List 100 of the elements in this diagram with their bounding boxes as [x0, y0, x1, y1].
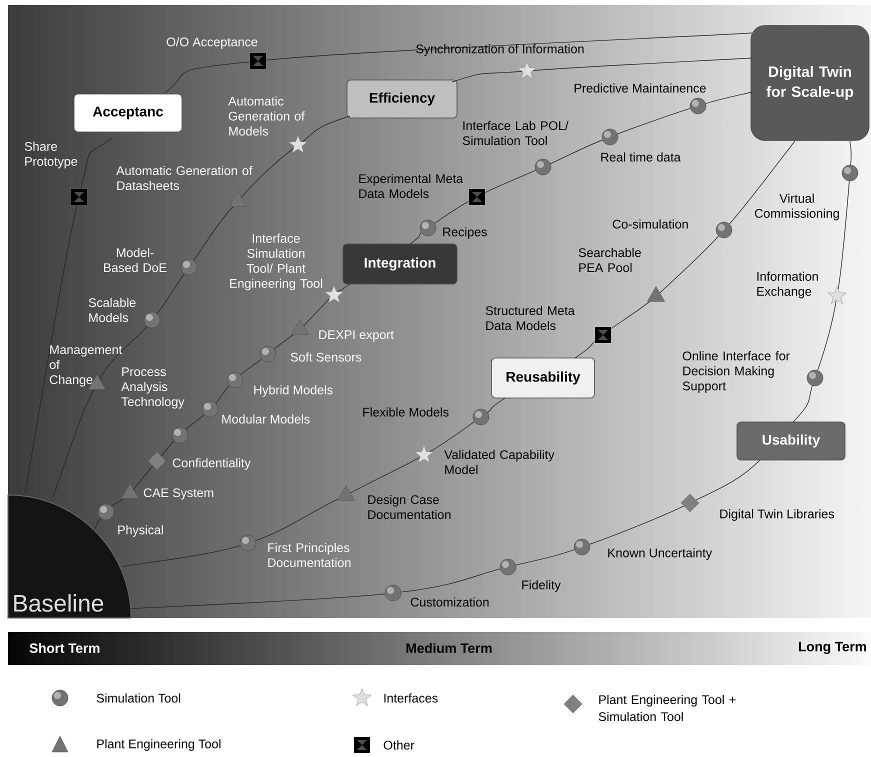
- time-label: Long Term: [798, 642, 866, 654]
- roadmap-line: [100, 326, 148, 380]
- roadmap-line: [111, 498, 124, 506]
- square-marker: [71, 189, 87, 205]
- milestone-label: Modular Models: [222, 414, 310, 424]
- milestone-label: Predictive Maintainence: [574, 83, 706, 93]
- milestone-label: Virtual Commissioning: [754, 194, 839, 220]
- milestone-label: Validated Capability Model: [444, 450, 554, 474]
- sphere-marker: [226, 372, 244, 388]
- sphere-marker: [98, 504, 114, 520]
- roadmap-line: [838, 180, 850, 290]
- roadmap-line: [156, 273, 185, 314]
- sphere-marker: [202, 400, 218, 418]
- triangle-marker: [291, 319, 309, 335]
- roadmap-line: [705, 92, 752, 104]
- roadmap-line: [484, 170, 536, 193]
- roadmap-line: [215, 385, 230, 404]
- star-marker: [324, 285, 344, 303]
- sphere-marker: [180, 258, 198, 276]
- sphere-marker: [842, 164, 858, 182]
- star-marker: [414, 445, 434, 463]
- sphere-marker: [384, 584, 402, 602]
- milestone-label: Design Case Documentation: [368, 494, 450, 520]
- square-marker: [250, 53, 266, 69]
- roadmap-line: [452, 71, 522, 82]
- milestone-label: Scalable Models: [88, 298, 136, 322]
- sphere-marker: [602, 128, 618, 146]
- time-label: Medium Term: [406, 643, 492, 653]
- triangle-marker: [337, 485, 355, 501]
- roadmap-line: [24, 204, 78, 494]
- roadmap-line: [487, 398, 506, 413]
- roadmap-line: [617, 108, 691, 134]
- sphere-marker: [172, 426, 188, 444]
- star-marker: [518, 61, 536, 79]
- roadmap-line: [52, 389, 94, 498]
- goal-box: Efficiency: [346, 80, 458, 118]
- star-marker: [828, 286, 846, 304]
- roadmap-line: [337, 284, 350, 292]
- roadmap-line: [850, 140, 852, 166]
- sphere-marker: [534, 158, 552, 176]
- roadmap-line: [817, 300, 837, 371]
- roadmap-line: [80, 138, 112, 190]
- star-marker: [288, 135, 308, 153]
- goal-box: Reusability: [491, 358, 595, 398]
- legend-label: Other: [384, 740, 414, 750]
- sphere-marker: [240, 534, 256, 552]
- sphere-marker: [690, 98, 706, 114]
- sphere-marker: [420, 220, 436, 236]
- goal-box: Usability: [736, 422, 846, 460]
- milestone-label: Customization: [410, 597, 489, 607]
- roadmap-line: [160, 440, 175, 456]
- diamond-marker: [680, 494, 700, 512]
- legend-label: Interfaces: [384, 693, 438, 703]
- milestone-label: Recipes: [443, 227, 487, 239]
- roadmap-line: [164, 61, 250, 94]
- roadmap-line: [660, 236, 719, 294]
- milestone-label: Interface Lab POL/ Simulation Tool: [462, 120, 568, 146]
- sphere-marker: [144, 312, 160, 328]
- roadmap-line: [274, 334, 294, 350]
- milestone-label: Model-Based DoE: [104, 248, 166, 272]
- roadmap-line: [185, 414, 205, 430]
- diamond-marker: [148, 452, 166, 470]
- time-label: Short Term: [30, 643, 100, 653]
- milestone-label: DEXPI export: [319, 330, 394, 342]
- milestone-label: First Principles Documentation: [268, 542, 350, 568]
- milestone-label: Co-simulation: [612, 219, 688, 229]
- goal-box: Acceptanc: [74, 94, 182, 132]
- roadmap-line: [792, 385, 813, 422]
- milestone-label: Flexible Models: [363, 407, 449, 417]
- sphere-marker: [472, 408, 490, 426]
- roadmap-line: [350, 457, 420, 494]
- goal-box: Integration: [342, 244, 458, 284]
- milestone-label: Synchronization of Information: [416, 44, 584, 56]
- roadmap-line: [610, 301, 650, 329]
- roadmap-line: [122, 545, 241, 568]
- legend-label: Plant Engineering Tool: [97, 739, 220, 751]
- milestone-label: Automatic Generation of Datasheets: [116, 166, 252, 190]
- roadmap-line: [302, 116, 350, 142]
- roadmap-line: [550, 140, 603, 164]
- milestone-label: Real time data: [601, 152, 681, 162]
- sphere-marker: [574, 538, 590, 556]
- roadmap-line: [255, 498, 338, 541]
- legend-label: Simulation Tool: [96, 693, 180, 703]
- target-box: Digital Twin for Scale-up: [750, 25, 870, 141]
- roadmap-line: [400, 568, 500, 592]
- roadmap-line: [574, 341, 596, 358]
- roadmap-line: [193, 206, 234, 261]
- roadmap-line: [589, 506, 684, 545]
- roadmap-line: [429, 421, 475, 452]
- roadmap-line: [92, 518, 101, 534]
- milestone-label: Experimental Meta Data Models: [359, 174, 464, 198]
- milestone-label: Share Prototype: [24, 142, 78, 168]
- triangle-marker: [647, 286, 665, 302]
- roadmap-line: [516, 549, 575, 566]
- roadmap-line: [410, 232, 422, 244]
- milestone-label: Digital Twin Libraries: [720, 509, 834, 521]
- milestone-label: Information Exchange: [757, 272, 818, 298]
- milestone-label: Process Analysis Technology: [121, 367, 184, 409]
- roadmap-line: [729, 140, 796, 224]
- milestone-label: Management of Change: [50, 345, 122, 387]
